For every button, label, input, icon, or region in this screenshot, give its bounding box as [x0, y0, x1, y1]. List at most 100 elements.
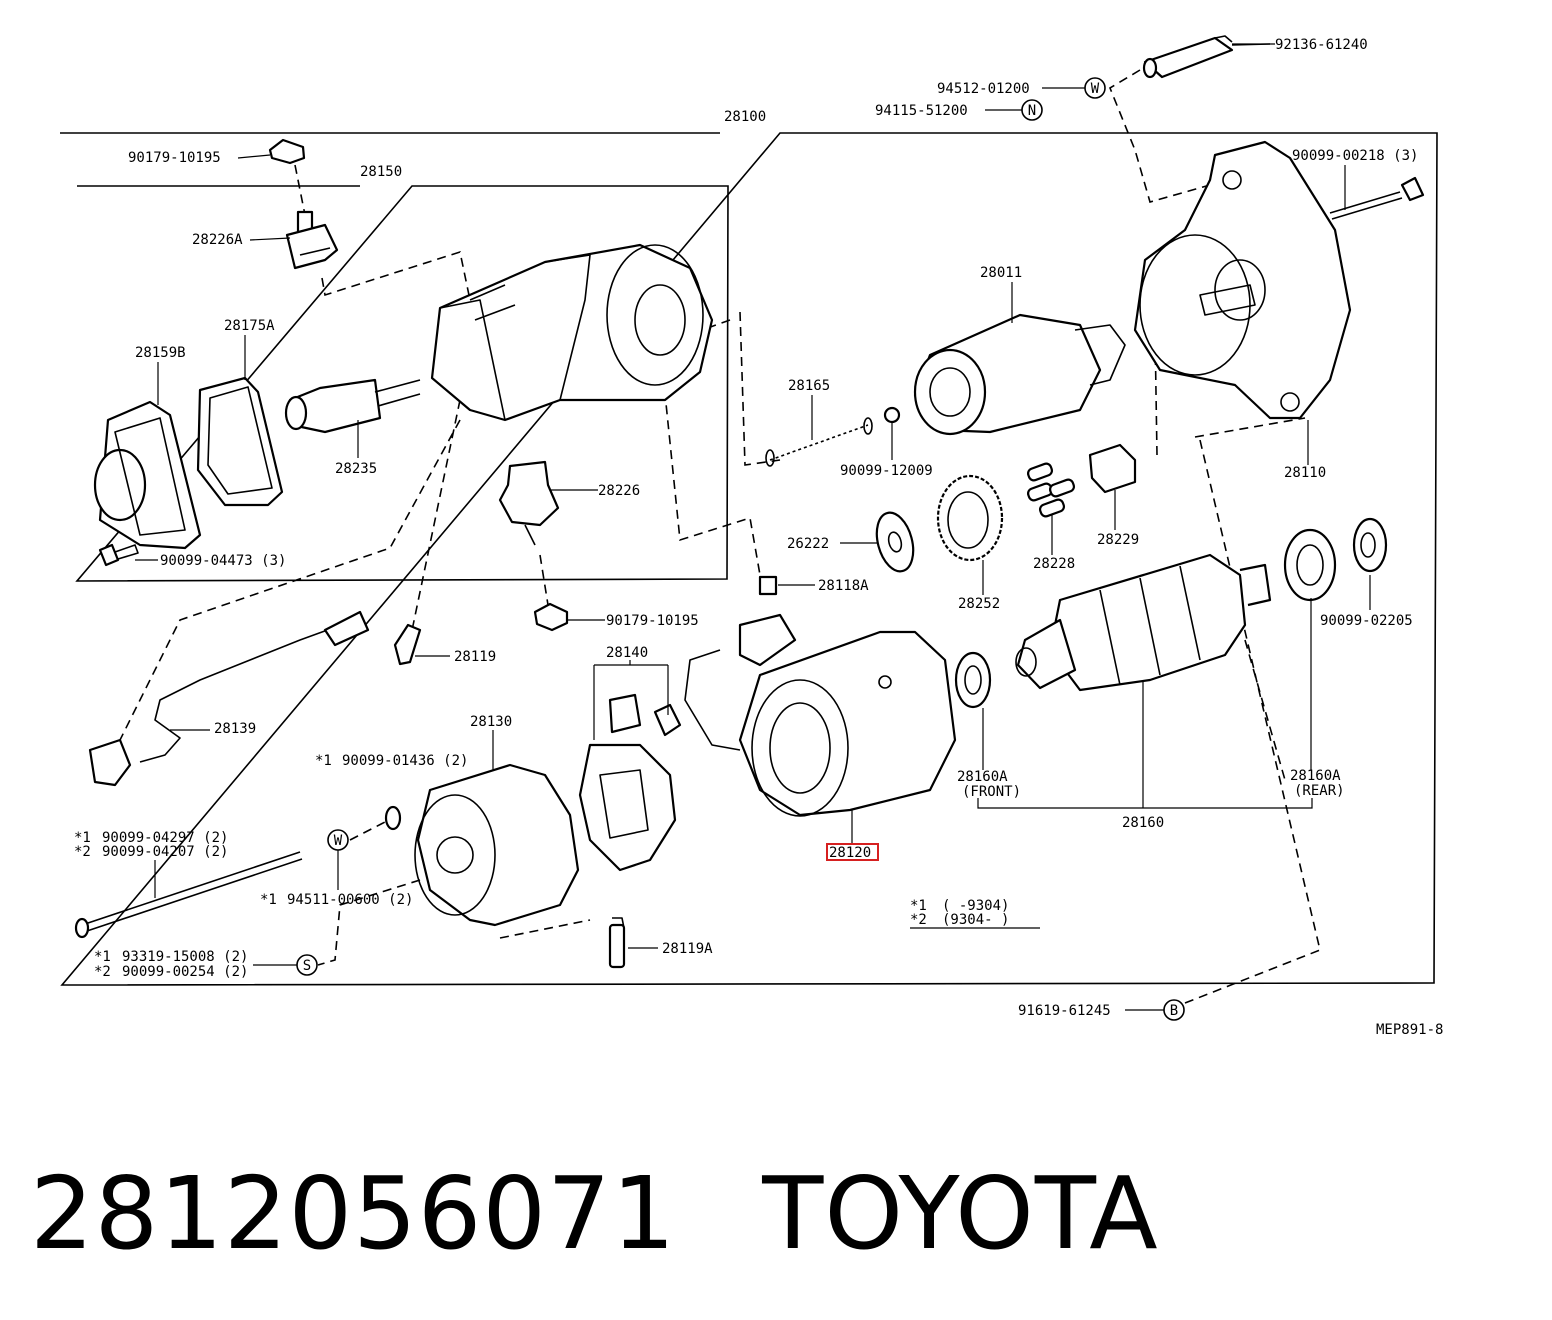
marker-w-top: W [1084, 77, 1106, 99]
plunger-28235 [284, 378, 421, 434]
note-star2: *2 [910, 912, 927, 928]
label-28160A-front[interactable]: 28160A [957, 769, 1008, 785]
starter-housing-28110 [1133, 140, 1352, 420]
assembly-dashed-lines [99, 69, 1321, 1006]
label-rear: (REAR) [1294, 783, 1345, 799]
label-28139[interactable]: 28139 [214, 721, 256, 737]
label-28160A-rear[interactable]: 28160A [1290, 768, 1341, 784]
clip-28118A [758, 575, 778, 596]
note-range-1: ( -9304) [942, 898, 1009, 914]
label-93319-15008[interactable]: 93319-15008 (2) [122, 949, 248, 965]
end-cover-28159B [93, 400, 202, 550]
note-star1: *1 [910, 898, 927, 914]
bearing-28160A-rear [1283, 528, 1337, 602]
label-92136-61240[interactable]: 92136-61240 [1275, 37, 1368, 53]
commutator-end-frame-28130 [414, 763, 580, 927]
label-90099-02205[interactable]: 90099-02205 [1320, 613, 1413, 629]
magnetic-switch-housing-28150 [430, 243, 714, 422]
label-28252[interactable]: 28252 [958, 596, 1000, 612]
terminal-28226A [285, 210, 339, 270]
label-90099-01436[interactable]: 90099-01436 (2) [342, 753, 468, 769]
label-28235[interactable]: 28235 [335, 461, 377, 477]
leader-lines [135, 43, 1371, 1011]
label-94512-01200[interactable]: 94512-01200 [937, 81, 1030, 97]
label-94511-00600-star: *1 [260, 892, 277, 908]
yoke-28120 [684, 613, 957, 817]
label-90099-01436-star: *1 [315, 753, 332, 769]
label-90099-04207-star: *2 [74, 844, 91, 860]
label-28229[interactable]: 28229 [1097, 532, 1139, 548]
washer-90099-02205 [1352, 517, 1388, 573]
label-28165[interactable]: 28165 [788, 378, 830, 394]
armature-28160 [1015, 553, 1272, 692]
washer-26222 [875, 511, 915, 573]
gasket-28175A [196, 376, 284, 507]
label-90099-00218[interactable]: 90099-00218 (3) [1292, 148, 1418, 164]
rollers-28228 [1026, 462, 1076, 518]
o-ring-90099-01436 [384, 805, 402, 831]
brush-28119 [393, 623, 422, 666]
label-90099-04297-star: *1 [74, 830, 91, 846]
label-28140[interactable]: 28140 [606, 645, 648, 661]
through-bolt-90099-04297 [74, 851, 303, 939]
subassembly-frame-28150 [75, 185, 729, 582]
svg-text:W: W [334, 833, 343, 849]
bearing-28160A-front [954, 651, 992, 709]
bolt-90099-00218 [1329, 176, 1425, 220]
label-28119[interactable]: 28119 [454, 649, 496, 665]
label-28130[interactable]: 28130 [470, 714, 512, 730]
label-28159B[interactable]: 28159B [135, 345, 186, 361]
marker-n: N [1021, 99, 1043, 121]
idler-gear-28252 [936, 474, 1004, 562]
brand-name: TOYOTA [762, 1155, 1159, 1272]
label-28011[interactable]: 28011 [980, 265, 1022, 281]
diagram-code: MEP891-8 [1376, 1022, 1443, 1038]
exploded-parts-diagram: W N W S B 92136-61240 94512-01200 94115-… [60, 35, 1443, 1038]
label-28120[interactable]: 28120 [829, 845, 871, 861]
label-28226[interactable]: 28226 [598, 483, 640, 499]
label-90179-10195-top[interactable]: 90179-10195 [128, 150, 221, 166]
label-28160[interactable]: 28160 [1122, 815, 1164, 831]
label-90099-12009[interactable]: 90099-12009 [840, 463, 933, 479]
svg-text:W: W [1091, 81, 1100, 97]
label-28118A[interactable]: 28118A [818, 578, 869, 594]
label-28150[interactable]: 28150 [360, 164, 402, 180]
label-26222[interactable]: 26222 [787, 536, 829, 552]
label-28228[interactable]: 28228 [1033, 556, 1075, 572]
marker-s: S [296, 954, 318, 976]
nut-90179-10195-mid [533, 602, 569, 632]
label-28119A[interactable]: 28119A [662, 941, 713, 957]
brush-holder-28140 [578, 693, 682, 872]
marker-b: B [1163, 999, 1185, 1021]
label-91619-61245[interactable]: 91619-61245 [1018, 1003, 1111, 1019]
label-93319-15008-star: *1 [94, 949, 111, 965]
svg-text:N: N [1028, 103, 1036, 119]
footer-caption: 2812056071 TOYOTA [30, 1155, 1159, 1272]
screw-90099-04473 [98, 543, 139, 567]
label-90099-00254[interactable]: 90099-00254 (2) [122, 964, 248, 980]
retainer-28229 [1088, 443, 1137, 494]
label-90099-00254-star: *2 [94, 964, 111, 980]
brush-28119A [608, 917, 626, 969]
label-28100[interactable]: 28100 [724, 109, 766, 125]
lead-wire-28139 [88, 610, 370, 787]
label-90099-04207[interactable]: 90099-04207 (2) [102, 844, 228, 860]
svg-text:S: S [303, 958, 311, 974]
label-90099-04297[interactable]: 90099-04297 (2) [102, 830, 228, 846]
label-28226A[interactable]: 28226A [192, 232, 243, 248]
stud-bolt-92136-61240 [1142, 35, 1271, 79]
svg-text:B: B [1170, 1003, 1178, 1019]
label-90179-10195-mid[interactable]: 90179-10195 [606, 613, 699, 629]
ball-90099-12009 [883, 406, 901, 424]
nut-90179-10195-top [268, 138, 306, 165]
label-28110[interactable]: 28110 [1284, 465, 1326, 481]
label-94115-51200[interactable]: 94115-51200 [875, 103, 968, 119]
starter-clutch-28011 [913, 313, 1126, 436]
part-number: 2812056071 [30, 1155, 677, 1272]
label-90099-04473[interactable]: 90099-04473 (3) [160, 553, 286, 569]
label-94511-00600[interactable]: 94511-00600 (2) [287, 892, 413, 908]
label-28175A[interactable]: 28175A [224, 318, 275, 334]
highlight-box-28120 [826, 843, 879, 861]
marker-w-mid: W [327, 829, 349, 851]
assembly-frame-28100 [60, 132, 1438, 986]
